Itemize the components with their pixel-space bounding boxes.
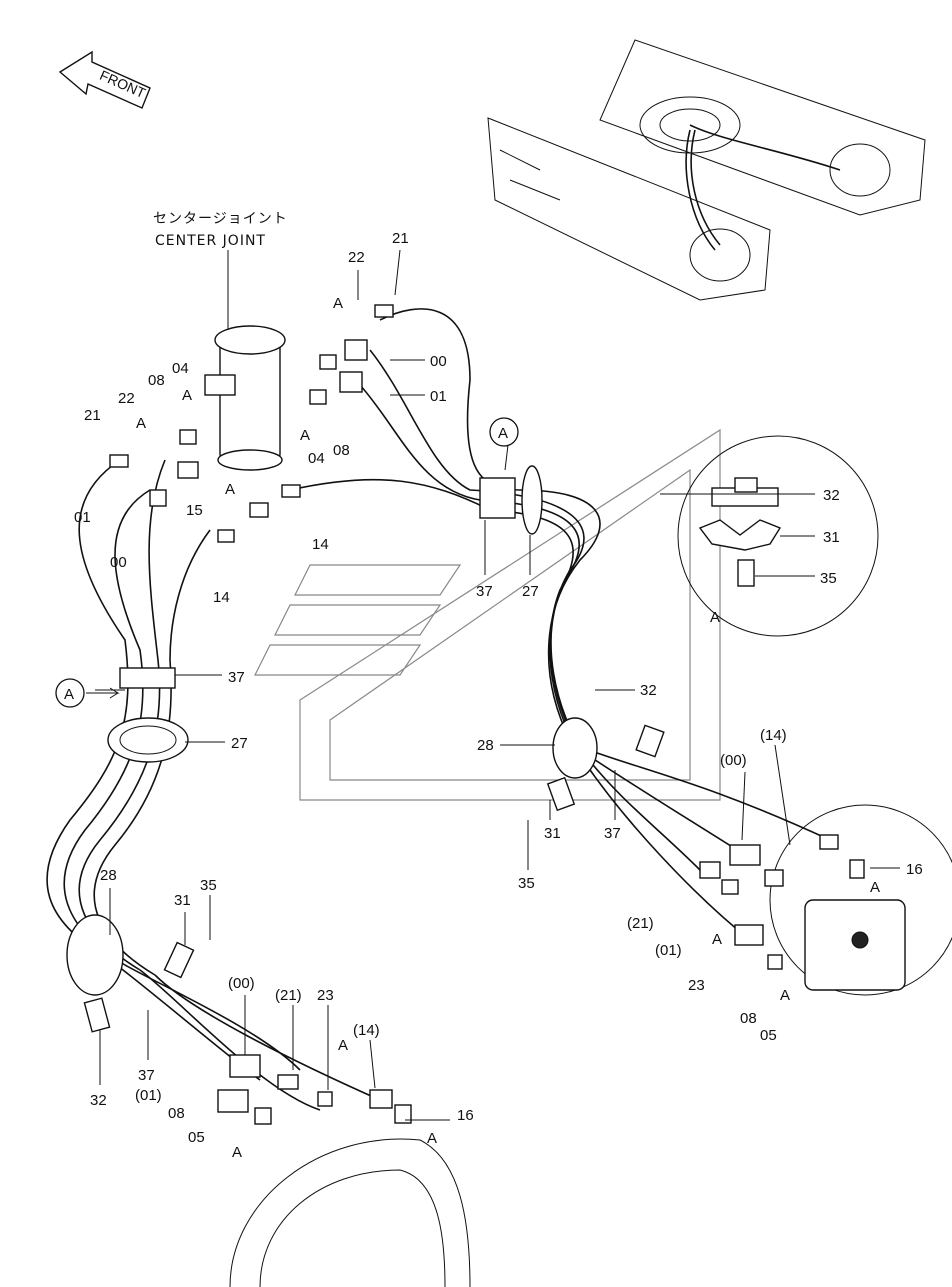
- callout: A: [225, 481, 235, 498]
- callout: A: [710, 609, 720, 626]
- callout: 14: [213, 589, 230, 606]
- callout: A: [338, 1037, 348, 1054]
- detail-A-circle: [677, 435, 879, 637]
- callout: 01: [430, 388, 447, 405]
- callout: 28: [100, 867, 117, 884]
- callout: (01): [135, 1087, 162, 1104]
- callout: (21): [275, 987, 302, 1004]
- detail-bubble-label: A: [498, 425, 508, 442]
- clamp-right-mid: [546, 717, 665, 812]
- callout: 35: [518, 875, 535, 892]
- detail-bubble-label: A: [64, 686, 74, 703]
- callout: (21): [627, 915, 654, 932]
- callout: A: [232, 1144, 242, 1161]
- callout: 32: [823, 487, 840, 504]
- callout: 23: [317, 987, 334, 1004]
- callout: 16: [457, 1107, 474, 1124]
- callout: A: [427, 1130, 437, 1147]
- callout: 35: [200, 877, 217, 894]
- callout: 05: [188, 1129, 205, 1146]
- callout: 22: [118, 390, 135, 407]
- detail-bubble-left[interactable]: A: [55, 678, 120, 708]
- callout: 37: [476, 583, 493, 600]
- callout: 27: [522, 583, 539, 600]
- callout: A: [333, 295, 343, 312]
- center-joint-title-jp: センタージョイント: [153, 211, 288, 227]
- callout: 28: [477, 737, 494, 754]
- front-arrow: FRONT: [58, 50, 151, 109]
- hose-bundle-right: [289, 308, 831, 941]
- callout: 27: [231, 735, 248, 752]
- callout: 08: [168, 1105, 185, 1122]
- undercarriage-overview: [487, 39, 926, 301]
- callout: A: [300, 427, 310, 444]
- callout: 21: [84, 407, 101, 424]
- fittings-center: [109, 304, 394, 543]
- fittings-motors: [217, 834, 865, 1125]
- callout: A: [136, 415, 146, 432]
- callout: 08: [148, 372, 165, 389]
- callout: (14): [353, 1022, 380, 1039]
- center-joint: [204, 250, 286, 471]
- center-joint-title-en: CENTER JOINT: [155, 233, 266, 249]
- callout: 31: [823, 529, 840, 546]
- callout: (14): [760, 727, 787, 744]
- travel-motor-right: [769, 804, 952, 996]
- clamp-left-top: [107, 667, 189, 763]
- callout: 37: [138, 1067, 155, 1084]
- callout: 04: [172, 360, 189, 377]
- callout: 01: [74, 509, 91, 526]
- callout: 00: [430, 353, 447, 370]
- callout: 37: [228, 669, 245, 686]
- callout: 08: [740, 1010, 757, 1027]
- watermark-logo: [254, 428, 721, 801]
- callout: 05: [760, 1027, 777, 1044]
- callout: 15: [186, 502, 203, 519]
- callout: 32: [90, 1092, 107, 1109]
- callout: 37: [604, 825, 621, 842]
- callout: 00: [110, 554, 127, 571]
- callout-labels: 21 22 A 00 01 08 04 A 04 08 A 22 A 21 01…: [74, 230, 923, 1161]
- callout: 32: [640, 682, 657, 699]
- travel-motor-left: [229, 1138, 471, 1287]
- callout: 04: [308, 450, 325, 467]
- detail-bubble-top[interactable]: A: [489, 417, 519, 447]
- callout: 35: [820, 570, 837, 587]
- callout: 31: [174, 892, 191, 909]
- callout: 31: [544, 825, 561, 842]
- callout: (00): [720, 752, 747, 769]
- leader-lines: [95, 249, 900, 1121]
- callout: A: [712, 931, 722, 948]
- callout: 16: [906, 861, 923, 878]
- callout: A: [780, 987, 790, 1004]
- clamp-left-bottom: [66, 914, 195, 1033]
- callout: A: [870, 879, 880, 896]
- callout: 23: [688, 977, 705, 994]
- callout: (00): [228, 975, 255, 992]
- callout: 22: [348, 249, 365, 266]
- callout: (01): [655, 942, 682, 959]
- callout: 21: [392, 230, 409, 247]
- callout: 14: [312, 536, 329, 553]
- callout: 08: [333, 442, 350, 459]
- callout: A: [182, 387, 192, 404]
- clamp-right-top: [479, 465, 543, 535]
